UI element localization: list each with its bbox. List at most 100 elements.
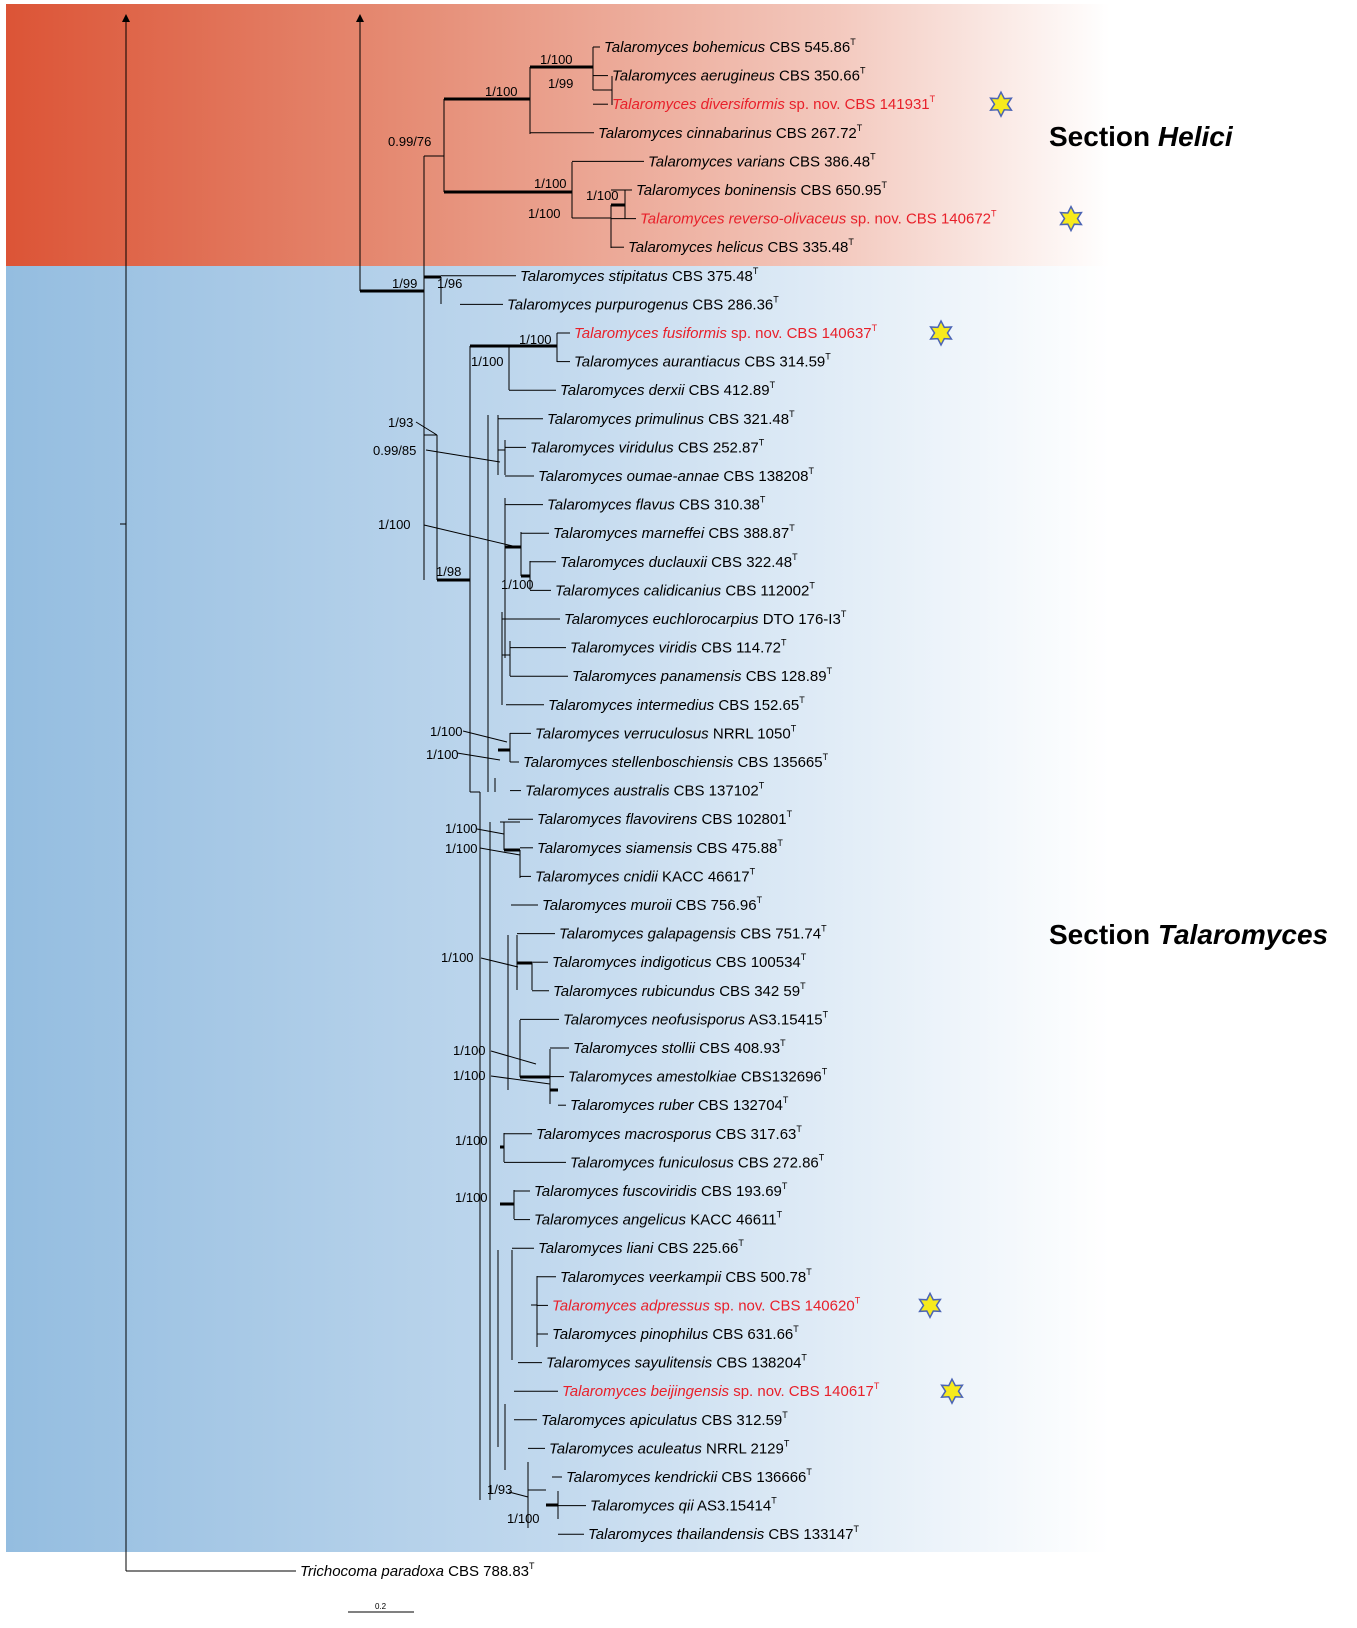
support-leader bbox=[508, 1491, 529, 1498]
star-icon bbox=[940, 1377, 964, 1405]
tip-label: Talaromyces calidicanius CBS 112002T bbox=[555, 580, 815, 599]
new-species-markers bbox=[918, 90, 1083, 1405]
support-value: 1/100 bbox=[441, 950, 474, 965]
support-value: 1/100 bbox=[453, 1043, 486, 1058]
tip-label: Talaromyces boninensis CBS 650.95T bbox=[636, 180, 887, 199]
section-talaromyces-label: Section Talaromyces bbox=[1049, 919, 1328, 950]
support-leader bbox=[423, 524, 518, 548]
tip-label: Talaromyces flavus CBS 310.38T bbox=[547, 495, 766, 514]
tip-label: Trichocoma paradoxa CBS 788.83T bbox=[300, 1561, 535, 1580]
tip-label: Talaromyces euchlorocarpius DTO 176-I3T bbox=[564, 609, 847, 628]
support-value: 1/100 bbox=[378, 517, 411, 532]
tip-label: Talaromyces stellenboschiensis CBS 13566… bbox=[523, 752, 829, 771]
support-value: 1/100 bbox=[471, 354, 504, 369]
tip-label: Talaromyces viridulus CBS 252.87T bbox=[530, 437, 765, 456]
support-leader bbox=[490, 1075, 551, 1085]
tip-label: Talaromyces neofusisporus AS3.15415T bbox=[563, 1009, 829, 1028]
tip-label: Talaromyces cnidii KACC 46617T bbox=[535, 866, 756, 885]
tip-label: Talaromyces adpressus sp. nov. CBS 14062… bbox=[552, 1295, 861, 1314]
tip-label: Talaromyces fusiformis sp. nov. CBS 1406… bbox=[574, 323, 878, 342]
tip-label: Talaromyces muroii CBS 756.96T bbox=[542, 895, 763, 914]
tip-label: Talaromyces ruber CBS 132704T bbox=[570, 1095, 789, 1114]
tip-label: Talaromyces liani CBS 225.66T bbox=[538, 1238, 744, 1257]
tip-label: Talaromyces fuscoviridis CBS 193.69T bbox=[534, 1181, 788, 1200]
star-icon bbox=[929, 319, 953, 347]
tip-label: Talaromyces diversiformis sp. nov. CBS 1… bbox=[612, 94, 936, 113]
tip-label: Talaromyces pinophilus CBS 631.66T bbox=[552, 1324, 799, 1343]
tip-label: Talaromyces funiculosus CBS 272.86T bbox=[570, 1152, 825, 1171]
section-helici-background bbox=[6, 4, 1110, 266]
support-leader bbox=[480, 957, 519, 968]
support-leader bbox=[425, 449, 501, 463]
support-value: 1/100 bbox=[485, 84, 518, 99]
tip-label: Talaromyces thailandensis CBS 133147T bbox=[588, 1524, 859, 1543]
tip-label: Talaromyces flavovirens CBS 102801T bbox=[537, 809, 793, 828]
support-value: 1/100 bbox=[453, 1068, 486, 1083]
section-helici-prefix: Section bbox=[1049, 121, 1158, 152]
support-values: 1/100 1/99 1/100 0.99/76 1/100 1/100 1/100 1/99… bbox=[373, 52, 619, 1526]
section-talaromyces-background bbox=[6, 266, 1110, 1552]
tip-label: Talaromyces rubicundus CBS 342 59T bbox=[553, 981, 806, 1000]
tip-label: Talaromyces aerugineus CBS 350.66T bbox=[612, 66, 866, 85]
tip-label: Talaromyces indigoticus CBS 100534T bbox=[552, 952, 807, 971]
support-value: 1/100 bbox=[528, 206, 561, 221]
section-helici-name: Helici bbox=[1158, 121, 1234, 152]
tip-label: Talaromyces qii AS3.15414T bbox=[590, 1496, 777, 1515]
support-value: 1/100 bbox=[445, 841, 478, 856]
tip-label: Talaromyces kendrickii CBS 136666T bbox=[566, 1467, 812, 1486]
support-value: 1/99 bbox=[548, 76, 573, 91]
star-icon bbox=[918, 1291, 942, 1320]
support-value: 1/100 bbox=[519, 332, 552, 347]
support-value: 1/93 bbox=[487, 1482, 512, 1497]
support-value: 1/93 bbox=[388, 415, 413, 430]
support-value: 1/98 bbox=[436, 564, 461, 579]
support-value: 1/99 bbox=[392, 276, 417, 291]
tip-label: Talaromyces oumae-annae CBS 138208T bbox=[538, 466, 814, 485]
tip-label: Talaromyces primulinus CBS 321.48T bbox=[547, 409, 795, 428]
tip-label: Talaromyces sayulitensis CBS 138204T bbox=[546, 1353, 807, 1372]
support-value: 1/100 bbox=[430, 724, 463, 739]
tip-label: Talaromyces apiculatus CBS 312.59T bbox=[541, 1410, 788, 1429]
support-value: 1/100 bbox=[534, 176, 567, 191]
tip-label: Talaromyces veerkampii CBS 500.78T bbox=[560, 1267, 812, 1286]
tip-label: Talaromyces angelicus KACC 46611T bbox=[534, 1210, 783, 1229]
tip-label: Talaromyces australis CBS 137102T bbox=[525, 781, 765, 800]
support-value: 1/100 bbox=[445, 821, 478, 836]
scale-bar: 0.2 bbox=[348, 1602, 414, 1613]
tip-label: Talaromyces macrosporus CBS 317.63T bbox=[536, 1124, 802, 1143]
tip-labels: Talaromyces bohemicus CBS 545.86TTalarom… bbox=[300, 37, 997, 1580]
tip-label: Talaromyces intermedius CBS 152.65T bbox=[548, 695, 805, 714]
tip-label: Talaromyces derxii CBS 412.89T bbox=[560, 380, 776, 399]
support-value: 1/100 bbox=[501, 577, 534, 592]
support-leader bbox=[479, 847, 521, 856]
tip-label: Talaromyces siamensis CBS 475.88T bbox=[537, 838, 783, 857]
tip-label: Talaromyces beijingensis sp. nov. CBS 14… bbox=[562, 1381, 880, 1400]
tip-label: Talaromyces marneffei CBS 388.87T bbox=[553, 523, 795, 542]
tip-label: Talaromyces galapagensis CBS 751.74T bbox=[559, 924, 827, 943]
tip-label: Talaromyces cinnabarinus CBS 267.72T bbox=[598, 123, 863, 142]
tip-label: Talaromyces viridis CBS 114.72T bbox=[570, 638, 787, 657]
tip-label: Talaromyces varians CBS 386.48T bbox=[648, 151, 876, 170]
support-value: 0.99/85 bbox=[373, 443, 416, 458]
tip-label: Talaromyces aculeatus NRRL 2129T bbox=[549, 1438, 790, 1457]
support-leader bbox=[456, 752, 501, 761]
star-icon bbox=[989, 90, 1013, 118]
section-helici-label: Section Helici bbox=[1049, 121, 1234, 152]
tip-label: Talaromyces aurantiacus CBS 314.59T bbox=[574, 352, 831, 371]
support-value: 1/100 bbox=[540, 52, 573, 67]
support-value: 0.99/76 bbox=[388, 134, 431, 149]
section-talaromyces-prefix: Section bbox=[1049, 919, 1158, 950]
tip-label: Talaromyces reverso-olivaceus sp. nov. C… bbox=[640, 209, 997, 228]
arrowhead-icon bbox=[356, 14, 364, 22]
tip-label: Talaromyces duclauxii CBS 322.48T bbox=[560, 552, 798, 571]
support-value: 1/100 bbox=[455, 1190, 488, 1205]
arrowhead-icon bbox=[122, 14, 130, 22]
tip-label: Talaromyces helicus CBS 335.48T bbox=[628, 237, 854, 256]
support-leader bbox=[476, 828, 505, 835]
tip-label: Talaromyces stollii CBS 408.93T bbox=[573, 1038, 786, 1057]
tree-branches bbox=[120, 14, 644, 1572]
support-value: 1/100 bbox=[586, 188, 619, 203]
support-value: 1/100 bbox=[426, 747, 459, 762]
support-leader bbox=[490, 1050, 537, 1065]
